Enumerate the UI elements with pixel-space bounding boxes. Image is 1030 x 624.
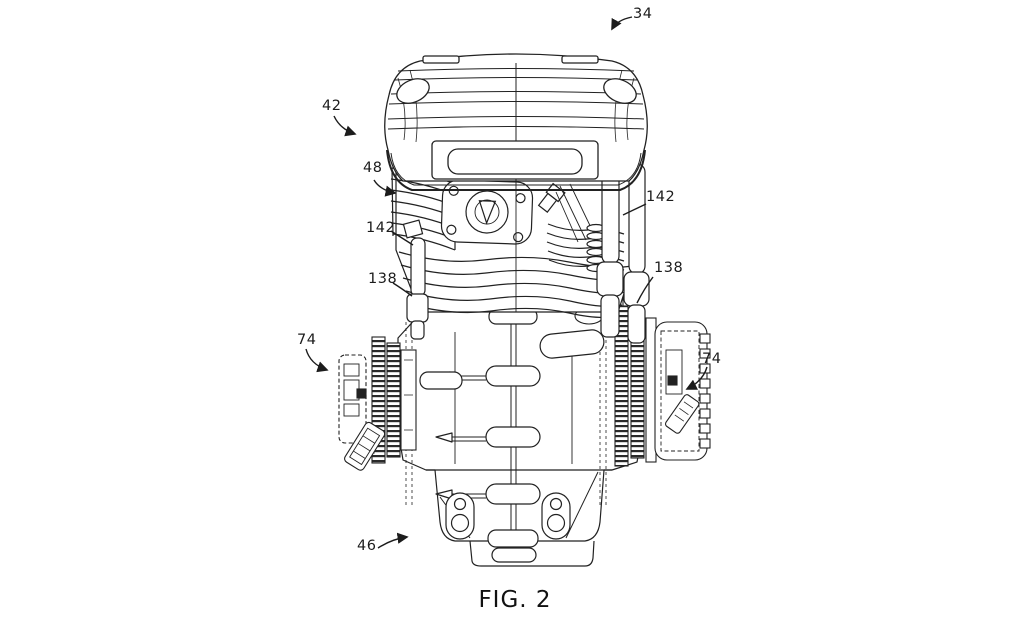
left-tensioner: [344, 421, 386, 471]
ref-label-48: 48: [363, 160, 383, 176]
leader-42: [333, 115, 357, 137]
leader-34: [611, 16, 633, 31]
ref-label-142-right: 142: [646, 189, 676, 205]
leader-138-right: [636, 276, 654, 304]
ref-label-142-left: 142: [366, 220, 396, 236]
left-cam-gear-assembly: [338, 336, 417, 471]
leader-74-left: [305, 348, 329, 373]
leader-138-left: [392, 282, 413, 297]
leader-lines: [305, 16, 708, 549]
crankcase: [397, 308, 644, 567]
ref-label-74-left: 74: [297, 332, 317, 348]
ref-label-42: 42: [322, 98, 342, 114]
leader-142-right: [622, 203, 647, 216]
figure-caption: FIG. 2: [478, 587, 552, 613]
ref-label-46: 46: [357, 538, 377, 554]
carb-flange: [440, 179, 534, 245]
cylinder-and-head: [390, 163, 639, 319]
valve-spring: [586, 223, 606, 273]
rocker-cover: [384, 53, 648, 191]
leader-142-left: [390, 230, 414, 246]
ref-label-34: 34: [633, 6, 653, 22]
ref-label-138-right: 138: [654, 260, 684, 276]
pushrod-tubes: [402, 159, 650, 344]
leader-74-right: [685, 366, 708, 390]
ref-label-138-left: 138: [368, 271, 398, 287]
leader-46: [377, 532, 409, 549]
leader-48: [373, 179, 397, 197]
right-tensioner: [664, 394, 700, 434]
ref-label-74-right: 74: [702, 351, 722, 367]
